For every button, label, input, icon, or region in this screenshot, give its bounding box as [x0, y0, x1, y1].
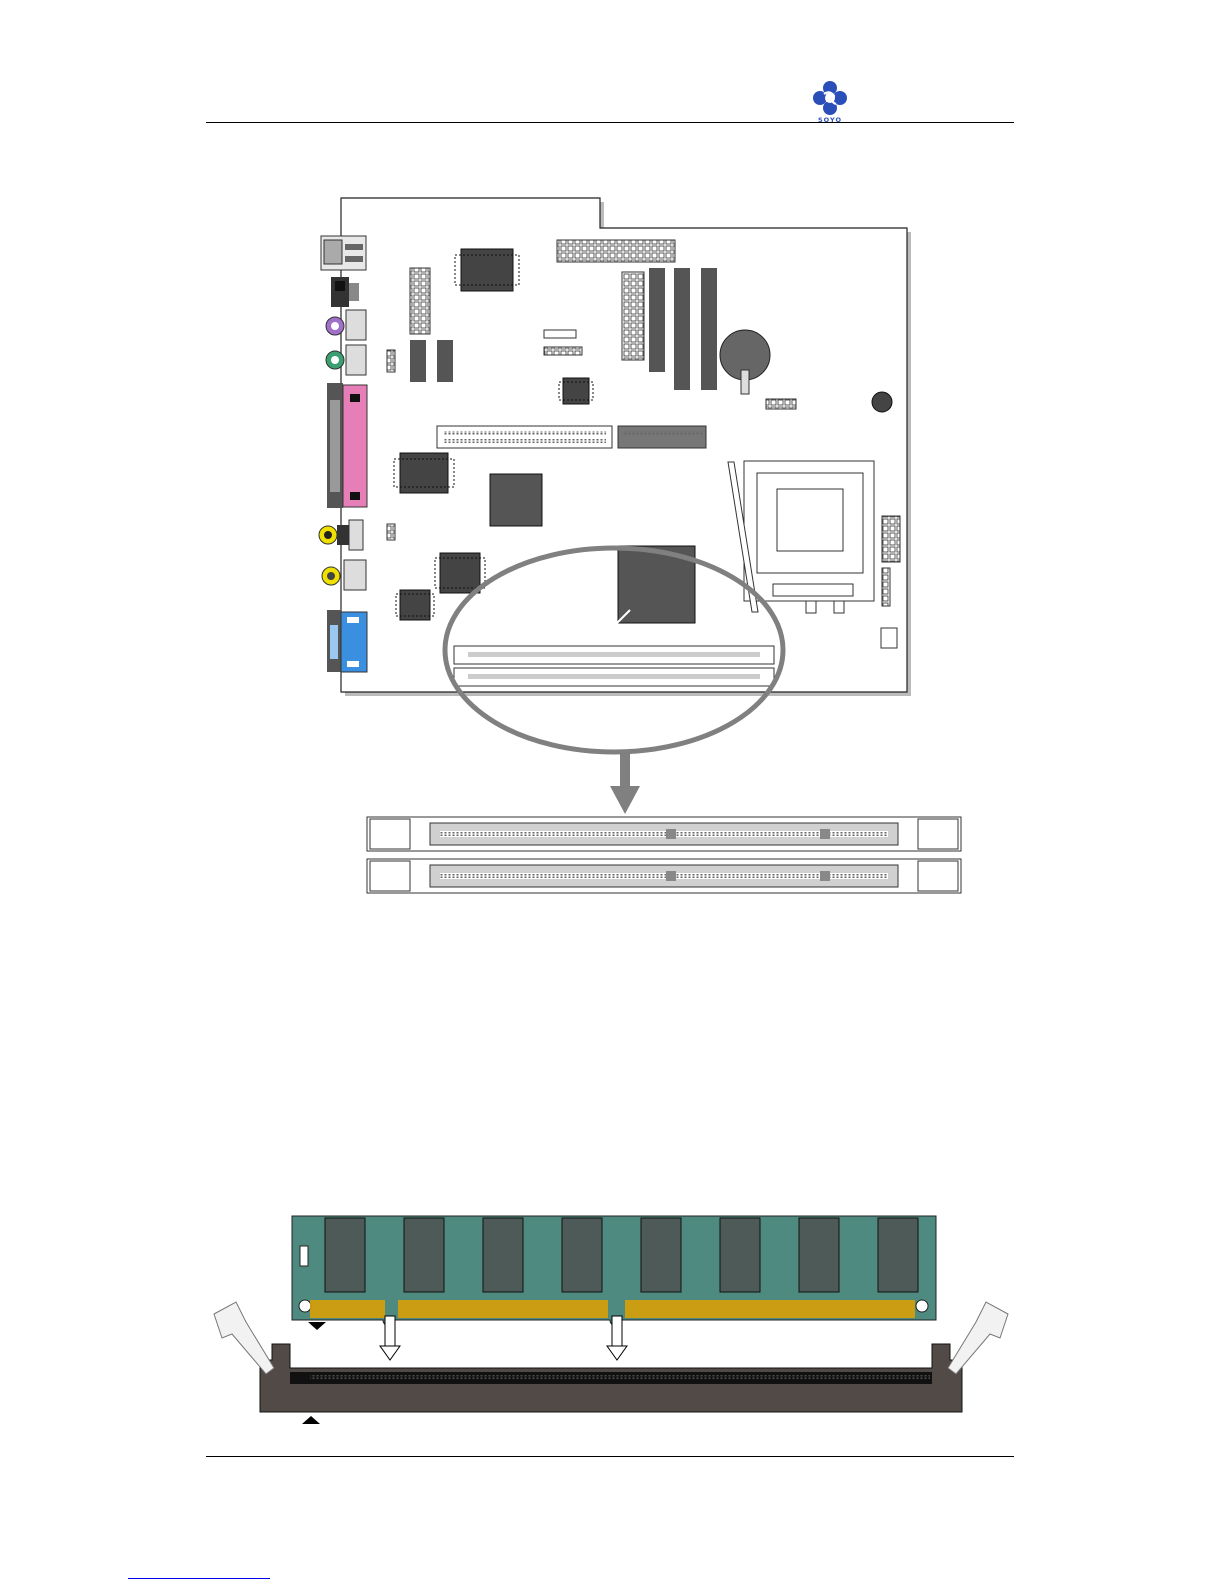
footer-rule — [206, 1456, 1014, 1457]
insert-arrows-icon — [380, 1316, 627, 1360]
dimm-slots-closeup — [367, 817, 961, 893]
footer-link-underline[interactable] — [128, 1578, 270, 1579]
slot-clip-left-icon — [214, 1302, 274, 1374]
down-arrow-icon — [610, 754, 640, 814]
dimm-module-icon — [292, 1216, 936, 1330]
slot-clip-right-icon — [948, 1302, 1008, 1374]
dimm-slot-icon — [260, 1344, 962, 1424]
expansion-slots — [437, 426, 706, 448]
